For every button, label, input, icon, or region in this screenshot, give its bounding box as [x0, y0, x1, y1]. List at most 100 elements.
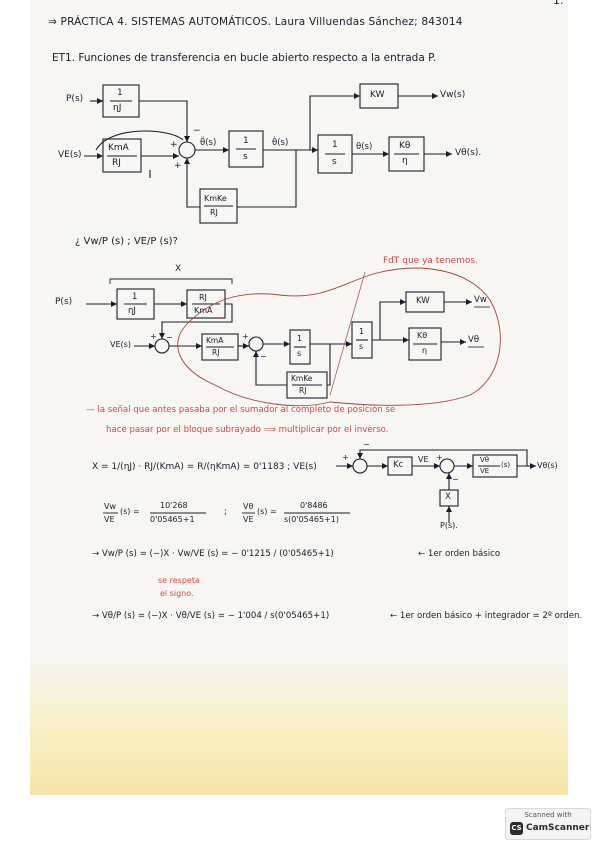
d1-sign-bottom: + — [174, 161, 182, 171]
d1-signal-theta-dd: θ̈(s) — [200, 138, 217, 148]
d2-int2-num: 1 — [359, 327, 365, 336]
d2-int2-den: s — [359, 342, 364, 351]
d2-kmke-num: KmKe — [291, 374, 313, 383]
result1-sign-note-2: el signo. — [160, 589, 194, 598]
tf1-lhs-den: VE — [104, 515, 115, 524]
d1-block-int1 — [228, 130, 264, 168]
d1-int1-den: s — [243, 152, 248, 162]
d3-sign-3: + — [436, 453, 443, 462]
d2-block-ko — [408, 327, 442, 361]
d1-block-kmke — [199, 188, 238, 224]
result2-equation: → Vθ/P (s) = (−)X · Vθ/VE (s) = − 1'004 … — [92, 611, 330, 621]
tf2-mid: (s) = — [257, 507, 277, 516]
d3-ve-label: VE — [418, 455, 429, 464]
tf2-lhs-den: VE — [243, 515, 254, 524]
tf2-rhs-den: s(0'05465+1) — [284, 515, 339, 524]
d3-output: Vθ(s) — [537, 461, 558, 470]
d1-kma-num: KmA — [108, 143, 129, 153]
d1-kmke-den: RJ — [210, 208, 218, 217]
d1-kmke-num: KmKe — [204, 194, 227, 203]
d2-kma-den: RJ — [212, 348, 220, 357]
d2-kw-label: KW — [416, 296, 430, 306]
scanned-paper — [30, 0, 568, 795]
d2-rj-den: KmA — [194, 306, 213, 315]
d1-ko-den: η — [402, 156, 408, 166]
d2-sign-2: − — [166, 333, 173, 342]
d2-inertia-den: ηJ — [128, 306, 136, 316]
watermark-brand: CamScanner — [526, 823, 590, 833]
tf1-lhs-num: Vw — [104, 502, 117, 511]
tf-separator: ; — [224, 507, 228, 517]
d2-x-label: X — [175, 264, 182, 274]
d2-input-ve: VE(s) — [110, 340, 131, 349]
d1-output-vw: Vw(s) — [440, 90, 466, 100]
d2-annotation: FdT que ya tenemos. — [383, 256, 478, 266]
d1-kma-den: RJ — [112, 158, 121, 168]
result1-equation: → Vw/P (s) = (−)X · Vw/VE (s) = − 0'1215… — [92, 549, 334, 559]
d2-kmke-den: RJ — [299, 386, 307, 395]
d2-block-int1 — [289, 329, 311, 365]
question-line: ¿ Vw/P (s) ; VE/P (s)? — [75, 236, 178, 247]
d2-output-vo: Vθ — [468, 335, 480, 345]
d2-input-p: P(s) — [55, 297, 73, 307]
d1-int1-num: 1 — [243, 136, 249, 146]
tf1-mid: (s) = — [120, 507, 140, 516]
d1-int2-num: 1 — [332, 140, 338, 150]
note-line-1: — la señal que antes pasaba por el sumad… — [86, 405, 396, 415]
result1-sign-note-1: se respeta — [158, 576, 200, 585]
page-title: ⇒ PRÁCTICA 4. SISTEMAS AUTOMÁTICOS. Laur… — [48, 16, 463, 28]
x-equation: X = 1/(ηJ) · RJ/(KmA) = R/(ηKmA) = 0'118… — [92, 462, 317, 472]
d3-kc-label: Kc — [393, 460, 404, 470]
d3-input-p: P(s). — [440, 521, 458, 530]
tf2-rhs-num: 0'8486 — [300, 501, 328, 510]
d2-rj-num: RJ — [199, 293, 207, 302]
tf1-rhs-den: 0'05465+1 — [150, 515, 195, 524]
d1-inertia-den: ηJ — [113, 103, 122, 113]
d2-block-kma — [201, 333, 239, 361]
d1-input-p: P(s) — [66, 94, 84, 104]
d2-sign-3: + — [242, 332, 249, 341]
page-number: 1. — [553, 0, 564, 7]
d1-signal-theta-d: θ̇(s) — [272, 138, 289, 148]
tf1-rhs-num: 10'268 — [160, 501, 188, 510]
d1-sign-left: + — [170, 140, 178, 150]
d2-int1-den: s — [297, 349, 302, 358]
d2-kma-num: KmA — [206, 336, 224, 345]
d2-sign-1: + — [150, 332, 157, 341]
camscanner-watermark: Scanned with CS CamScanner — [505, 808, 591, 840]
d3-sign-2: − — [363, 440, 370, 449]
d1-int2-den: s — [332, 157, 337, 167]
d3-vo-ve-suffix: (s) — [501, 461, 511, 469]
d2-ko-num: Kθ — [417, 331, 428, 340]
note-line-2: hace pasar por el bloque subrayado ⟹ mul… — [106, 425, 389, 435]
d3-vo-ve-num: Vθ — [480, 456, 490, 464]
d1-output-vo: Vθ(s). — [455, 148, 482, 158]
d1-inertia-num: 1 — [117, 88, 123, 98]
d2-highlight-loop — [177, 267, 501, 407]
paper-shadow — [30, 655, 568, 795]
d1-signal-theta: θ(s) — [356, 142, 373, 152]
d2-int1-num: 1 — [297, 334, 303, 343]
d2-inertia-num: 1 — [132, 292, 138, 302]
d3-x-label: X — [445, 492, 451, 502]
d3-sign-1: + — [342, 453, 349, 462]
tf2-lhs-num: Vθ — [243, 502, 254, 511]
camscanner-logo-icon: CS — [510, 822, 523, 835]
d3-vo-ve-den: VE — [480, 467, 490, 475]
d1-input-ve: VE(s) — [58, 150, 82, 160]
d3-sign-4: − — [452, 475, 459, 484]
result2-comment: ← 1er orden básico + integrador = 2º ord… — [390, 611, 583, 621]
d1-kw-label: KW — [370, 90, 385, 100]
d1-sign-top: − — [193, 126, 201, 136]
d2-output-vw: Vw — [474, 295, 487, 305]
d2-sign-4: − — [260, 352, 267, 361]
section-heading: ET1. Funciones de transferencia en bucle… — [52, 52, 437, 64]
d2-ko-den: η — [422, 346, 428, 355]
watermark-top-text: Scanned with — [524, 811, 572, 819]
d1-ko-num: Kθ — [399, 141, 411, 151]
result1-comment: ← 1er orden básico — [418, 549, 501, 559]
